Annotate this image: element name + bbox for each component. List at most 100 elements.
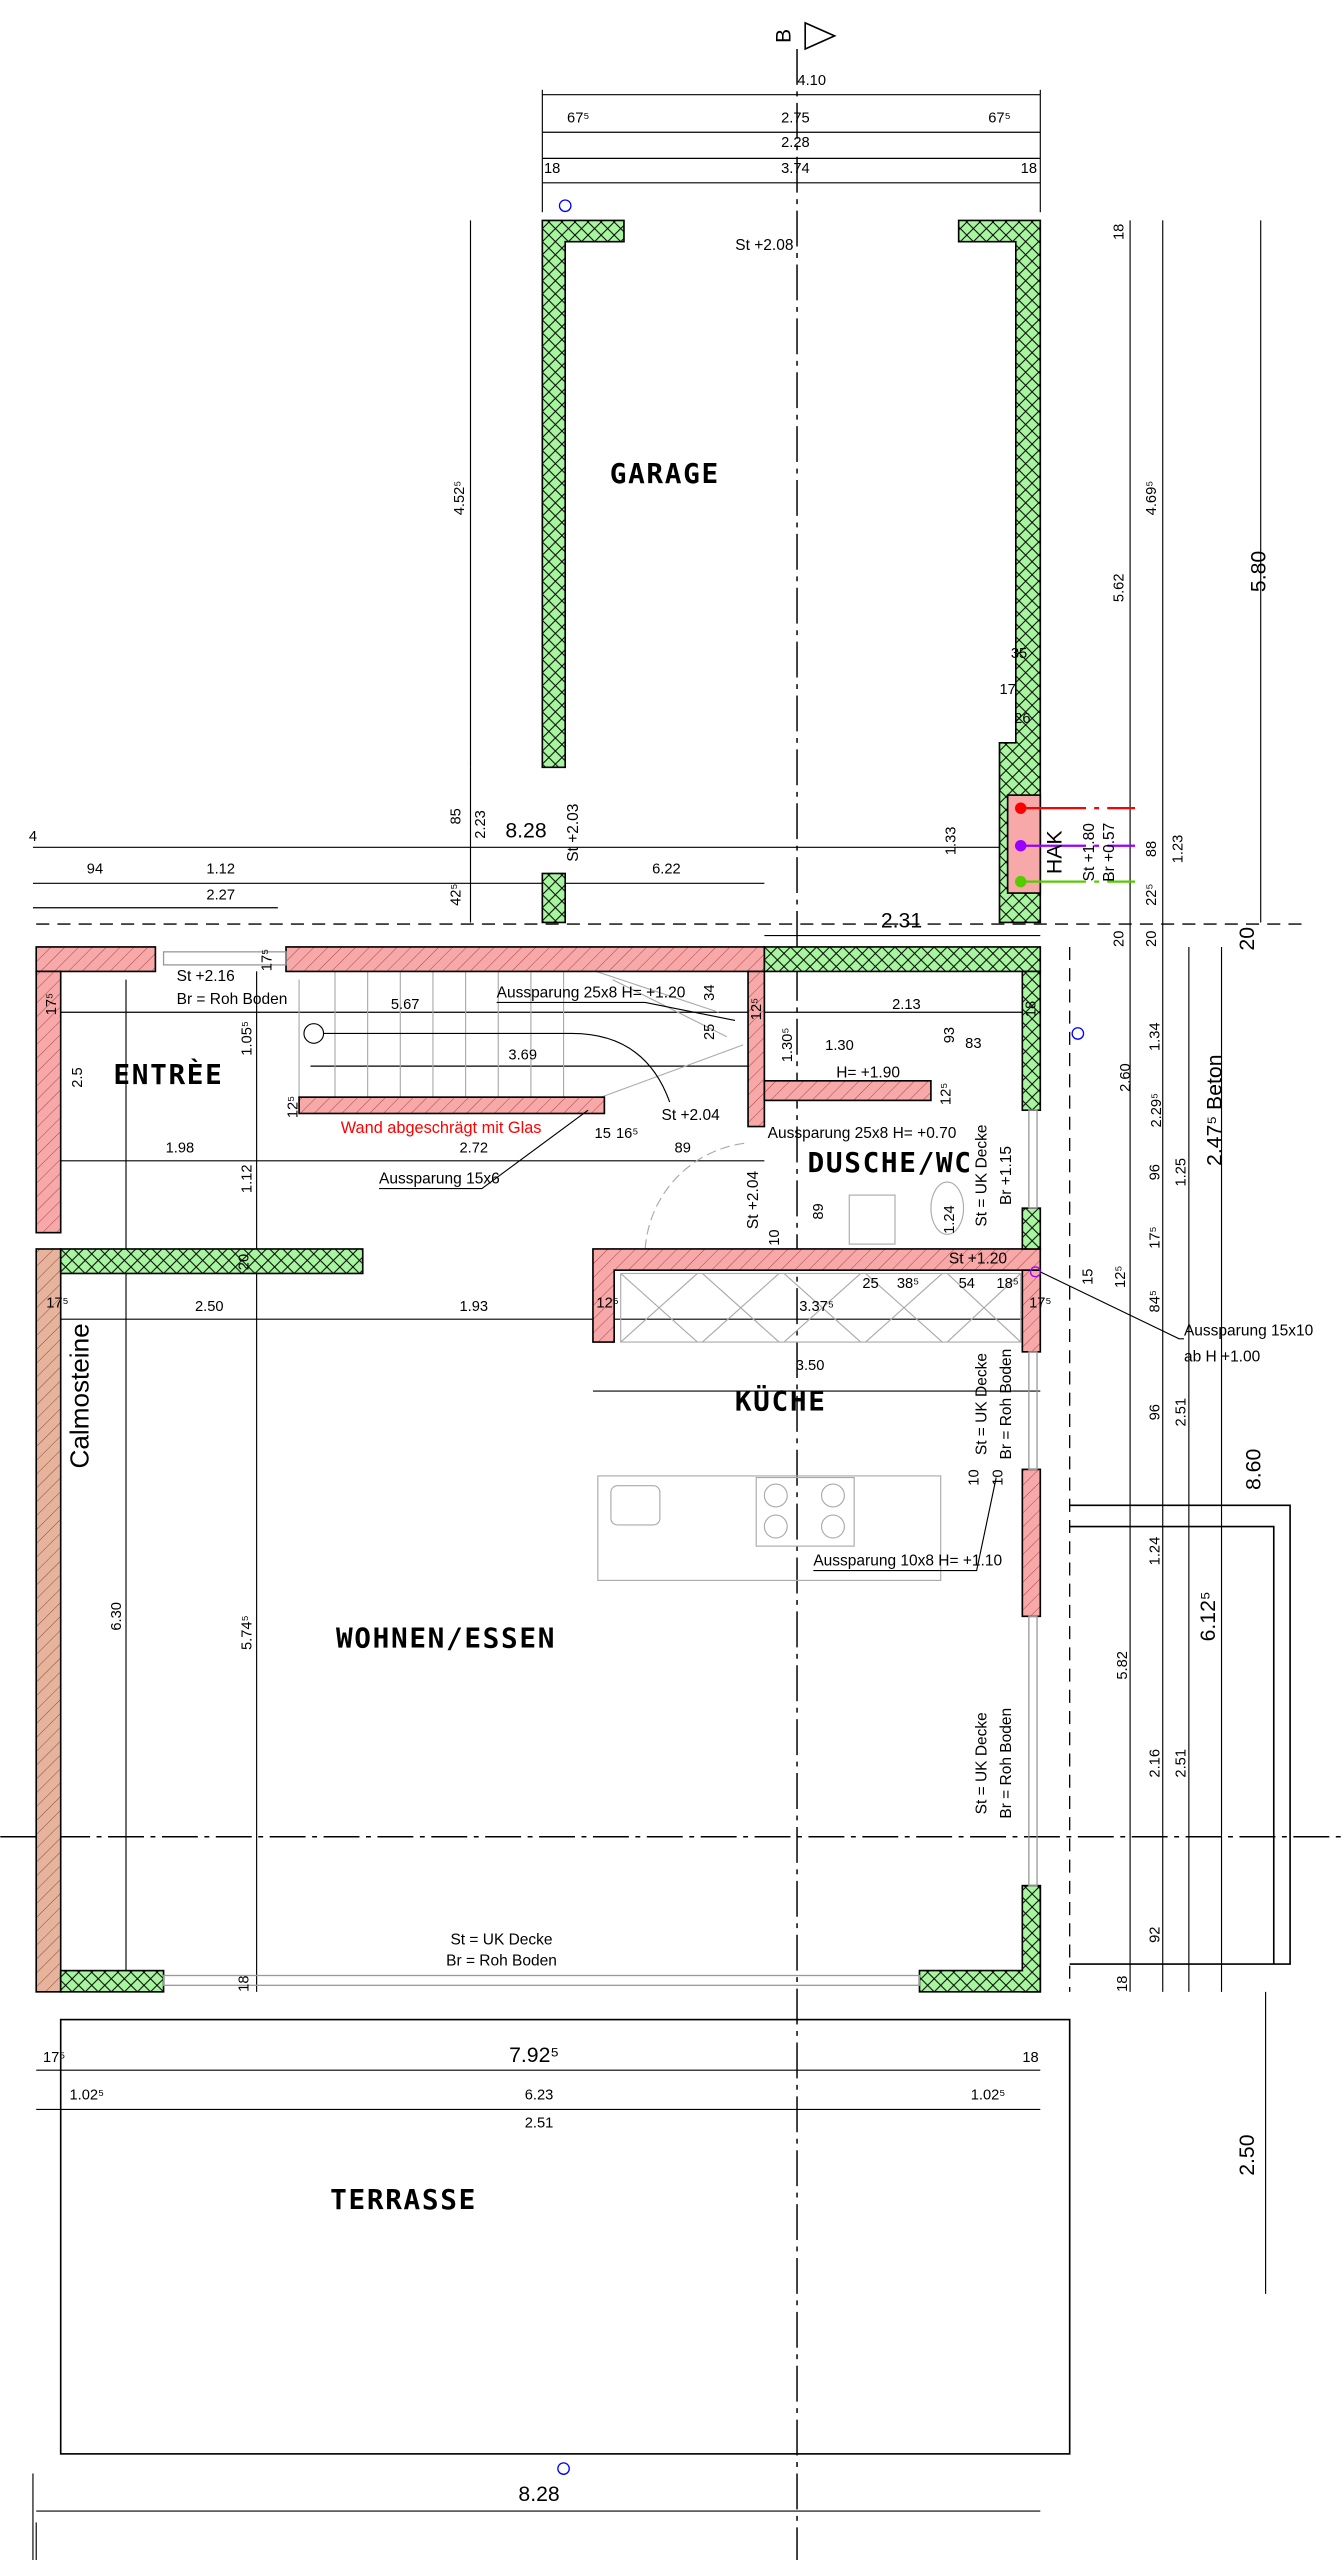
dimension-label: 1.23 (1170, 835, 1186, 864)
dimension-label: 18 (1021, 161, 1037, 177)
axis-lines (0, 48, 1341, 2560)
dimension-label: 5.74⁵ (240, 1615, 256, 1650)
dimension-label: 2.50 (195, 1299, 224, 1315)
dimension-label: 92 (1147, 1927, 1163, 1943)
annotation-label: Aussparung 15x10 (1184, 1323, 1314, 1340)
dimension-label: 17⁵ (44, 993, 60, 1015)
dimension-label: 1.34 (1147, 1022, 1163, 1051)
annotation-label: St +2.03 (565, 804, 582, 862)
dimension-label: 22⁵ (1144, 883, 1160, 905)
left-wall-calmosteine (35, 1248, 62, 1993)
dimension-label: 84⁵ (1147, 1290, 1163, 1312)
dimension-label: 26 (1014, 711, 1030, 727)
annotation-label: Br = Roh Boden (998, 1349, 1015, 1460)
dimension-label: 17⁵ (259, 949, 275, 971)
dimension-label: 2.51 (1174, 1398, 1190, 1427)
dimension-label: 38⁵ (897, 1276, 919, 1292)
dimension-label: 89 (811, 1203, 827, 1219)
dimension-label: 10 (767, 1229, 783, 1245)
annotation-label: St +2.04 (745, 1171, 762, 1230)
dimension-label: 12⁵ (596, 1296, 618, 1312)
dimension-label: 15 (595, 1126, 611, 1142)
dimension-label: 2.50 (1236, 2134, 1259, 2175)
annotation-label: St = UK Decke (973, 1124, 990, 1226)
dimension-label: 1.02⁵ (971, 2088, 1006, 2104)
dimension-label: 83 (965, 1036, 981, 1052)
dimension-label: 20 (1112, 931, 1128, 947)
dimension-label: 2.16 (1147, 1749, 1163, 1778)
dimension-label: 17 (999, 682, 1015, 698)
dimension-label: 54 (959, 1276, 975, 1292)
annotation-label: 2.47⁵ Beton (1204, 1054, 1227, 1165)
annotation-label: St +2.04 (662, 1107, 721, 1124)
dimension-label: 67⁵ (988, 110, 1010, 126)
annotation-label: Br +1.15 (998, 1146, 1015, 1205)
hak-connections (1014, 802, 1135, 888)
dimension-label: 1.05⁵ (240, 1021, 256, 1056)
dimension-label: 18 (1022, 2050, 1038, 2066)
dimension-label: 4 (29, 829, 37, 845)
annotation-label: St +2.16 (177, 968, 235, 985)
dimension-label: 5.67 (391, 997, 420, 1013)
dimension-label: 94 (87, 861, 103, 877)
staircase (298, 970, 744, 1103)
dimension-label: 1.25 (1174, 1158, 1190, 1187)
section-marker-label: B (773, 29, 796, 43)
dimension-label: 25 (862, 1276, 878, 1292)
garage-wall-right (957, 219, 1042, 924)
top-wall-right (763, 946, 1042, 973)
dimension-label: 1.12 (206, 861, 235, 877)
dimension-label: 88 (1144, 841, 1160, 857)
dimension-label: 2.60 (1118, 1063, 1134, 1092)
dimension-label: 17⁵ (43, 2050, 65, 2066)
dimension-label: 2.5 (70, 1067, 86, 1087)
dimension-label: 15 (1081, 1269, 1097, 1285)
dimension-label: 3.69 (508, 1048, 537, 1064)
dimension-label: 5.82 (1115, 1651, 1131, 1680)
dimension-label: 1.12 (240, 1164, 256, 1193)
dimension-label: 2.23 (473, 810, 489, 839)
dimension-label: 2.27 (206, 888, 235, 904)
dimension-lines (32, 89, 1267, 2560)
dimension-label: 1.93 (459, 1299, 488, 1315)
room-label-kueche: KÜCHE (735, 1384, 827, 1418)
annotation-label: ab H +1.00 (1184, 1349, 1261, 1366)
dimension-label: 2.28 (781, 135, 810, 151)
dimension-label: 85 (449, 808, 465, 824)
annotation-label: H= +1.90 (836, 1065, 900, 1082)
garage-wall-left-low (541, 872, 567, 924)
annotation-label: HAK (1044, 830, 1067, 874)
dimension-label: 93 (942, 1027, 958, 1043)
dimension-label: 18 (236, 1976, 252, 1992)
terrace-outline (59, 1504, 1291, 2455)
dimension-label: 16⁵ (616, 1126, 638, 1142)
dimension-label: 6.23 (525, 2088, 554, 2104)
dimension-label: 1.30⁵ (780, 1028, 796, 1063)
dimension-label: 2.29⁵ (1149, 1093, 1165, 1128)
dimension-label: 2.51 (1174, 1749, 1190, 1778)
kitchen-furniture (597, 1142, 1022, 1581)
dimension-label: 6.22 (652, 861, 681, 877)
dimension-label: 8.60 (1243, 1449, 1266, 1490)
walls (35, 219, 1042, 1993)
top-wall-mid (285, 946, 766, 973)
dimension-label: 6.12⁵ (1197, 1591, 1220, 1641)
dimension-label: 4.52⁵ (452, 481, 468, 516)
dimension-label: 12⁵ (285, 1096, 301, 1118)
annotation-label: Br = Roh Boden (446, 1953, 557, 1970)
dimension-label: 1.02⁵ (69, 2088, 104, 2104)
room-label-terrasse: TERRASSE (330, 2183, 477, 2216)
dimension-label: 8.28 (518, 2483, 559, 2506)
glass-wall-note: Wand abgeschrägt mit Glas (341, 1119, 542, 1137)
hall-wall (747, 970, 766, 1128)
dimension-label: 2.75 (781, 110, 810, 126)
dimension-label: 25 (702, 1024, 718, 1040)
windows (162, 951, 1038, 1986)
dimension-label: 5.62 (1112, 573, 1128, 602)
annotation-label: Calmosteine (64, 1323, 94, 1468)
room-label-garage: GARAGE (610, 457, 720, 490)
dimension-label: 18 (544, 161, 560, 177)
dimension-label: 67⁵ (567, 110, 589, 126)
dimension-label: 2.13 (892, 997, 921, 1013)
dimension-label: 12⁵ (938, 1083, 954, 1105)
